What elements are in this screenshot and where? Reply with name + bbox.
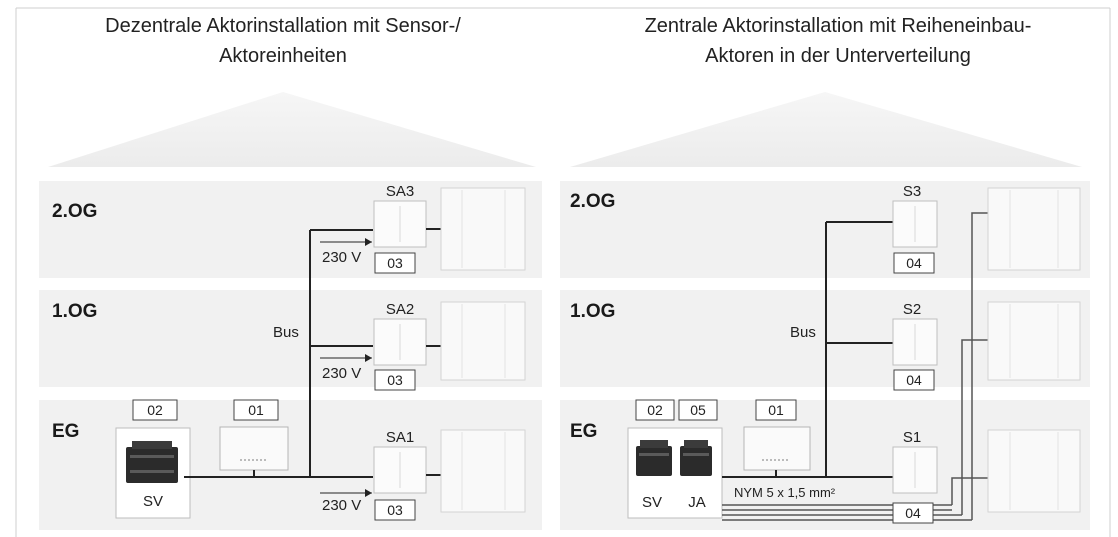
right-code-04-cable — [892, 502, 934, 524]
left-voltage-sa2: 230 V — [322, 365, 361, 382]
right-code-05-text: 05 — [690, 402, 706, 418]
left-title-line1: Dezentrale Aktorinstallation mit Sensor-… — [105, 15, 461, 37]
right-blind-eg — [987, 429, 1081, 513]
right-title-line1: Zentrale Aktorinstallation mit Reihenein… — [645, 15, 1032, 37]
left-code-02-text: 02 — [147, 402, 163, 418]
right-code-04-s2-text: 04 — [906, 372, 922, 388]
right-floor-label-1og: 1.OG — [570, 301, 615, 322]
right-bus-label: Bus — [790, 324, 816, 341]
right-sensor-label-s1: S1 — [903, 429, 921, 446]
right-blind-2og — [987, 187, 1081, 271]
left-title-line2: Aktoreinheiten — [219, 45, 347, 67]
right-interface-device — [743, 426, 811, 471]
left-interface-device — [219, 426, 289, 471]
right-roof — [570, 92, 1082, 167]
right-blind-1og — [987, 301, 1081, 381]
right-code-02 — [635, 399, 675, 421]
right-code-04-s2 — [893, 369, 935, 391]
left-voltage-sa1: 230 V — [322, 497, 361, 514]
right-actuator-label: JA — [688, 494, 706, 511]
right-code-04-cable-text: 04 — [905, 505, 921, 521]
left-blind-1og — [440, 301, 526, 381]
left-code-03-sa1 — [374, 499, 416, 521]
right-code-01 — [755, 399, 797, 421]
left-bus-label: Bus — [273, 324, 299, 341]
right-sensor-label-s2: S2 — [903, 301, 921, 318]
left-code-03-sa2 — [374, 369, 416, 391]
right-power-supply-device — [636, 440, 672, 476]
right-floor-label-2og: 2.OG — [570, 191, 615, 212]
left-code-03-sa1-text: 03 — [387, 502, 403, 518]
left-blind-2og — [440, 187, 526, 271]
left-floor-label-1og: 1.OG — [52, 301, 97, 322]
left-actuator-label-sa3: SA3 — [386, 183, 414, 200]
left-blind-eg — [440, 429, 526, 513]
right-cable-label: NYM 5 x 1,5 mm² — [734, 485, 836, 500]
right-code-04-s3-text: 04 — [906, 255, 922, 271]
right-code-04-s3 — [893, 252, 935, 274]
right-blind-actuator-device — [680, 440, 712, 476]
right-power-supply-label: SV — [642, 494, 662, 511]
left-actuator-label-sa2: SA2 — [386, 301, 414, 318]
left-floor-label-2og: 2.OG — [52, 201, 97, 222]
left-power-supply-device — [126, 441, 178, 483]
left-code-01-text: 01 — [248, 402, 264, 418]
left-actuator-label-sa1: SA1 — [386, 429, 414, 446]
left-floor-label-eg: EG — [52, 421, 79, 442]
right-code-05 — [678, 399, 718, 421]
left-code-02 — [132, 399, 178, 421]
right-title-line2: Aktoren in der Unterverteilung — [705, 45, 971, 67]
right-floor-label-eg: EG — [570, 421, 597, 442]
left-power-supply-label: SV — [143, 493, 163, 510]
left-code-03-sa2-text: 03 — [387, 372, 403, 388]
right-code-01-text: 01 — [768, 402, 784, 418]
right-sensor-label-s3: S3 — [903, 183, 921, 200]
left-voltage-sa3: 230 V — [322, 249, 361, 266]
left-roof — [48, 92, 536, 167]
left-code-01 — [233, 399, 279, 421]
left-code-03-sa3 — [374, 252, 416, 274]
right-house: Zentrale Aktorinstallation mit Reihenein… — [560, 15, 1090, 530]
left-house: Dezentrale Aktorinstallation mit Sensor-… — [39, 15, 542, 530]
right-code-02-text: 02 — [647, 402, 663, 418]
left-code-03-sa3-text: 03 — [387, 255, 403, 271]
